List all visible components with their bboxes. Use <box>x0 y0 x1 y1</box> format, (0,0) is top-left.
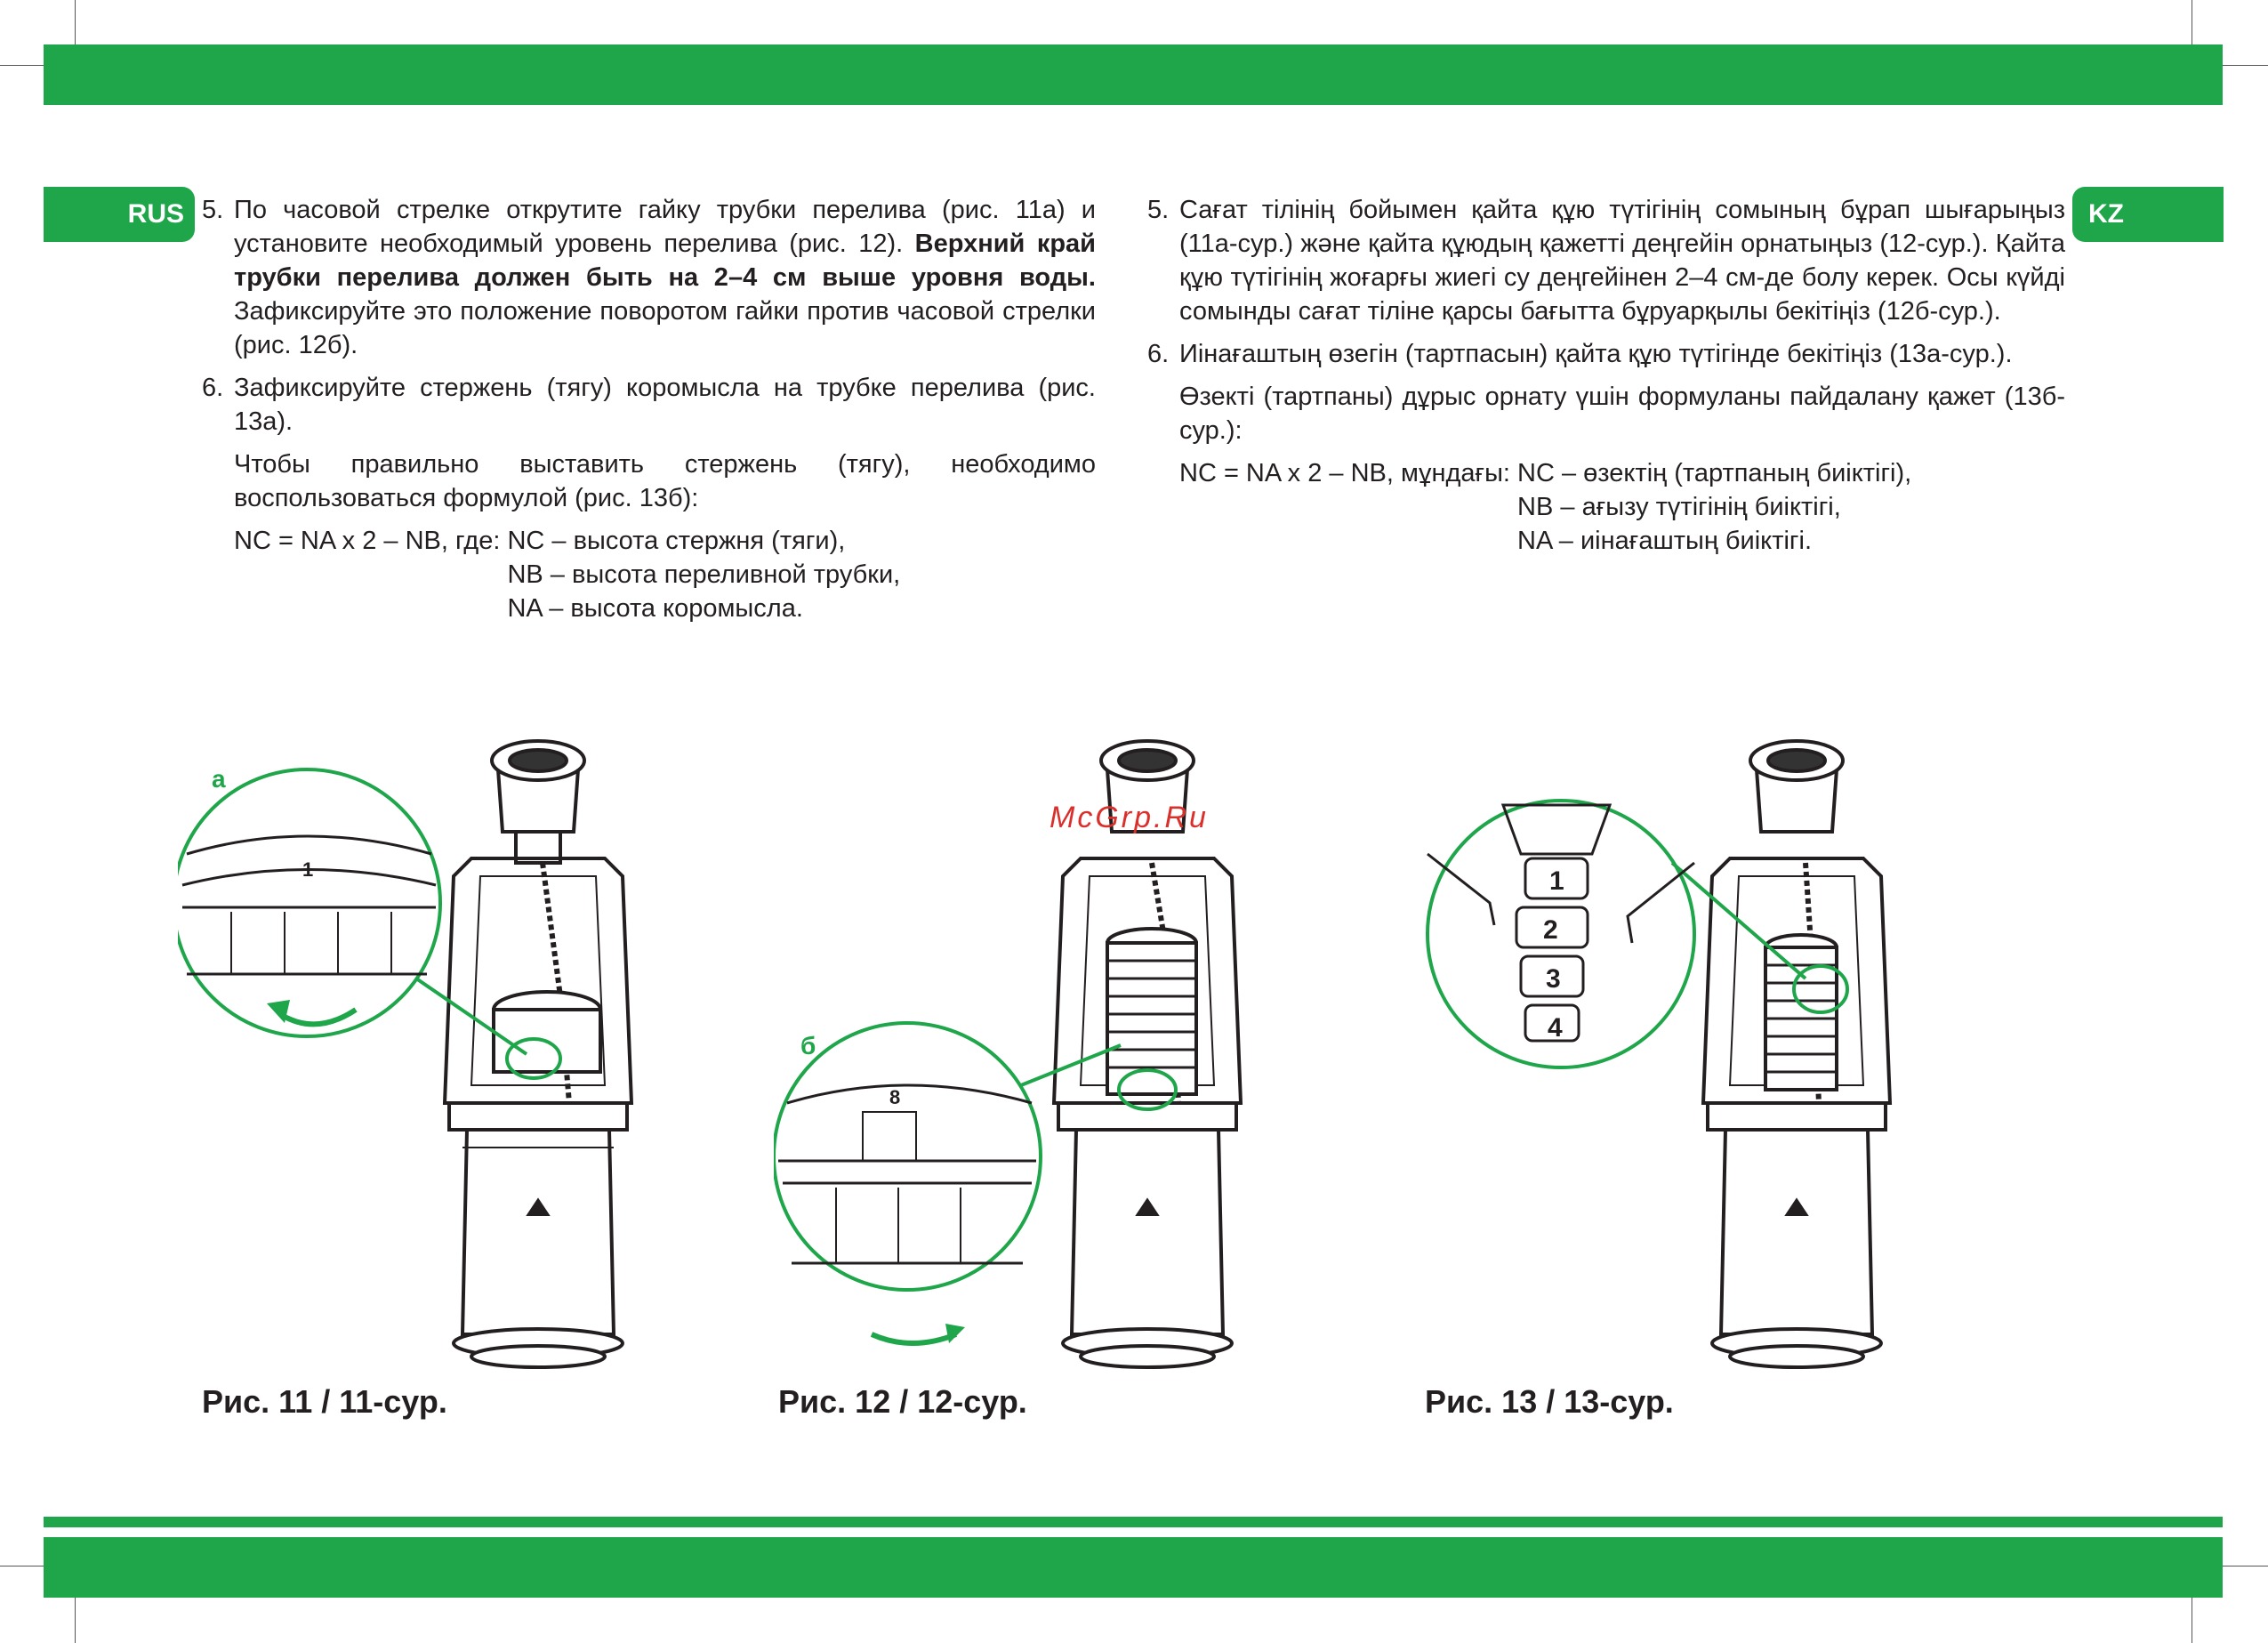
kz-formula: NC = NA x 2 – NB, мұндағы: NC – өзектің … <box>1179 456 2065 558</box>
zoom-callout <box>1426 799 1849 1069</box>
step-text-part: По часовой стрелке открутите гайку трубк… <box>234 196 1096 258</box>
rod-mark: 1 <box>1549 866 1564 896</box>
step-number: 6. <box>1147 340 1170 368</box>
step-text: Сағат тілінің бойымен қайта құю түтігіні… <box>1179 196 2065 326</box>
kz-step-5: 5. Сағат тілінің бойымен қайта құю түтіг… <box>1147 193 2065 328</box>
rod-mark: 3 <box>1546 964 1561 994</box>
kz-step-6: 6. Иінағаштың өзегін (тартпасын) қайта қ… <box>1147 337 2065 371</box>
top-band <box>44 44 2223 105</box>
kazakh-text-column: 5. Сағат тілінің бойымен қайта құю түтіг… <box>1147 193 2065 558</box>
crop-mark <box>75 0 76 44</box>
watermark: McGrp.Ru <box>1050 801 1209 834</box>
flush-valve-drawing <box>1051 739 1243 1369</box>
figure-11-caption: Рис. 11 / 11-сур. <box>202 1383 447 1420</box>
rus-step-5: 5. По часовой стрелке открутите гайку тр… <box>202 193 1096 362</box>
crop-mark <box>0 65 44 66</box>
step-text: Иінағаштың өзегін (тартпасын) қайта құю … <box>1179 340 2013 368</box>
step-number: 5. <box>1147 196 1170 224</box>
figure-12-letter: б <box>800 1032 816 1059</box>
formula-line: NC – высота стержня (тяги), NB – высота п… <box>507 524 900 625</box>
rus-step-6: 6. Зафиксируйте стержень (тягу) коромысл… <box>202 371 1096 439</box>
russian-text-column: 5. По часовой стрелке открутите гайку тр… <box>202 193 1096 625</box>
figure-11-illustration: 1 <box>178 739 634 1369</box>
crop-mark <box>75 1598 76 1643</box>
step-text-part: Зафиксируйте это положение поворотом гай… <box>234 297 1096 359</box>
step-text: Зафиксируйте стержень (тягу) коромысла н… <box>234 374 1096 436</box>
formula-line: NC – өзектің (тартпаның биіктігі), NB – а… <box>1517 456 1911 558</box>
rod-mark: 2 <box>1543 915 1558 945</box>
formula-na: NA – иінағаштың биіктігі. <box>1517 527 1812 555</box>
figure-12-caption: Рис. 12 / 12-сур. <box>778 1383 1027 1420</box>
formula-lead: NC = NA x 2 – NB, где: <box>234 527 508 555</box>
formula-nc: NC – высота стержня (тяги), <box>507 527 846 555</box>
rus-formula-intro: Чтобы правильно выставить стержень (тягу… <box>234 450 1096 512</box>
formula-na: NA – высота коромысла. <box>507 594 803 623</box>
rotate-arrow-icon <box>870 1332 958 1346</box>
zoom-detail <box>778 1083 1036 1265</box>
formula-lead: NC = NA x 2 – NB, мұндағы: <box>1179 459 1518 487</box>
language-tab-rus: RUS <box>44 187 195 242</box>
rotate-arrow-icon <box>278 1007 358 1027</box>
nut-mark-1: 1 <box>302 858 313 881</box>
rod-mark: 4 <box>1548 1013 1563 1043</box>
flush-valve-drawing <box>1701 739 1893 1369</box>
bottom-band-thin <box>44 1517 2223 1527</box>
figure-13-caption: Рис. 13 / 13-сур. <box>1425 1383 1674 1420</box>
bottom-band <box>44 1537 2223 1598</box>
arrow-head-icon <box>267 1000 290 1023</box>
zoom-callout <box>178 768 562 1080</box>
flush-valve-drawing <box>442 739 634 1369</box>
zoom-detail <box>181 834 437 976</box>
figure-13-illustration: 1 2 3 4 <box>1426 739 1893 1369</box>
nut-mark-8: 8 <box>889 1086 900 1108</box>
formula-nb: NB – ағызу түтігінің биіктігі, <box>1517 493 1841 521</box>
formula-nb: NB – высота переливной трубки, <box>507 560 901 589</box>
step-text: По часовой стрелке открутите гайку трубк… <box>234 193 1096 362</box>
kz-formula-intro: Өзекті (тартпаны) дұрыс орнату үшін форм… <box>1179 383 2065 445</box>
crop-mark <box>2223 65 2268 66</box>
rus-formula: NC = NA x 2 – NB, где: NC – высота стерж… <box>234 524 1096 625</box>
figure-11-letter: а <box>212 765 226 793</box>
step-text-bold: Верхний край трубки перелива должен быть… <box>234 230 1097 292</box>
step-number: 6. <box>202 374 224 402</box>
zoom-detail <box>1427 803 1695 1043</box>
arrow-head-icon <box>945 1324 965 1343</box>
formula-nc: NC – өзектің (тартпаның биіктігі), <box>1517 459 1912 487</box>
step-number: 5. <box>202 196 224 224</box>
language-tab-kz: KZ <box>2072 187 2224 242</box>
figure-12-illustration: 8 <box>774 739 1243 1369</box>
